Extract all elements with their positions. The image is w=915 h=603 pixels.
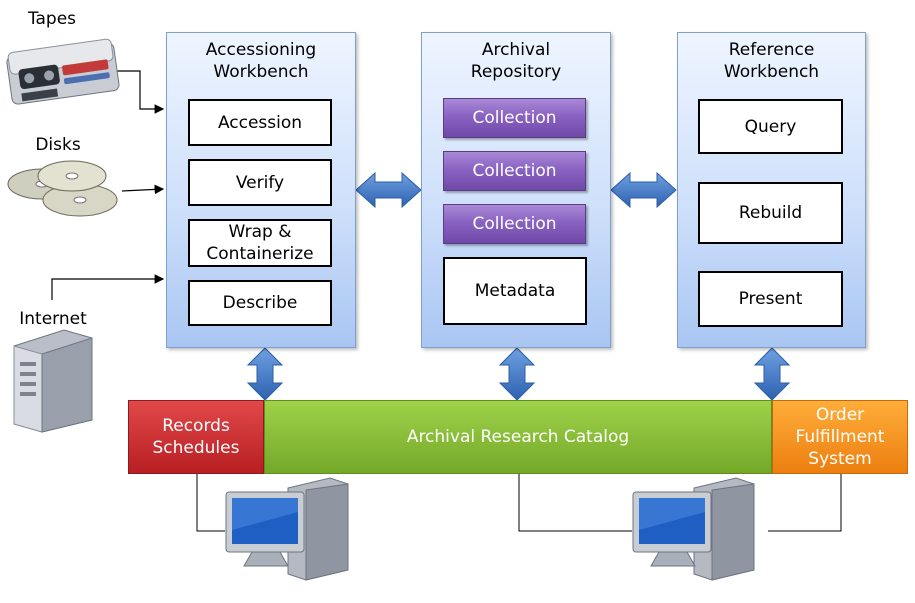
collection-box-1[interactable]: Collection (443, 98, 586, 138)
rebuild-box[interactable]: Rebuild (698, 182, 843, 244)
collection-label-1: Collection (472, 108, 557, 128)
computer-right-connector-left (518, 474, 632, 532)
query-label: Query (744, 116, 797, 137)
describe-box[interactable]: Describe (188, 280, 332, 326)
records-schedules-bar[interactable]: Records Schedules (128, 400, 264, 474)
metadata-label: Metadata (474, 281, 556, 301)
collection-box-3[interactable]: Collection (443, 204, 586, 244)
collection-label-3: Collection (472, 214, 557, 234)
accessioning-title-line1: Accessioning (205, 40, 317, 60)
archival-research-catalog-bar[interactable]: Archival Research Catalog (264, 400, 772, 474)
order-fulfillment-bar[interactable]: Order Fulfillment System (772, 400, 908, 474)
wrap-containerize-box[interactable]: Wrap & Containerize (188, 219, 332, 267)
query-box[interactable]: Query (698, 99, 843, 154)
schedules-label: Schedules (152, 438, 240, 458)
internet-connector (51, 274, 165, 300)
fulfillment-label: Fulfillment (795, 427, 885, 447)
repository-title-line1: Archival (481, 40, 551, 60)
describe-label: Describe (222, 293, 298, 313)
records-label: Records (162, 416, 230, 436)
disks-label: Disks (35, 135, 81, 155)
computer-right-connector-right (768, 474, 842, 532)
system-label: System (808, 449, 872, 469)
double-arrow-repository-reference (610, 171, 677, 209)
internet-label: Internet (19, 309, 87, 329)
containerize-label: Containerize (206, 244, 314, 264)
present-box[interactable]: Present (698, 271, 843, 327)
reference-title-line1: Reference (728, 40, 815, 60)
wrap-label: Wrap & (228, 222, 292, 242)
metadata-box[interactable]: Metadata (443, 257, 587, 325)
rebuild-label: Rebuild (738, 203, 803, 223)
computer-left-connector (196, 474, 225, 532)
present-label: Present (738, 289, 803, 309)
repository-title-line2: Repository (470, 62, 562, 82)
verify-box[interactable]: Verify (188, 159, 332, 206)
collection-label-2: Collection (472, 161, 557, 181)
catalog-label: Archival Research Catalog (406, 427, 630, 447)
accessioning-title-line2: Workbench (213, 62, 309, 82)
collection-box-2[interactable]: Collection (443, 151, 586, 191)
reference-title-line2: Workbench (723, 62, 820, 82)
order-label: Order (815, 405, 865, 425)
tapes-label: Tapes (27, 9, 77, 29)
tapes-connector (116, 70, 165, 114)
accession-box[interactable]: Accession (188, 99, 332, 146)
accession-label: Accession (217, 112, 303, 133)
disks-connector (121, 184, 165, 195)
verify-label: Verify (235, 172, 285, 193)
